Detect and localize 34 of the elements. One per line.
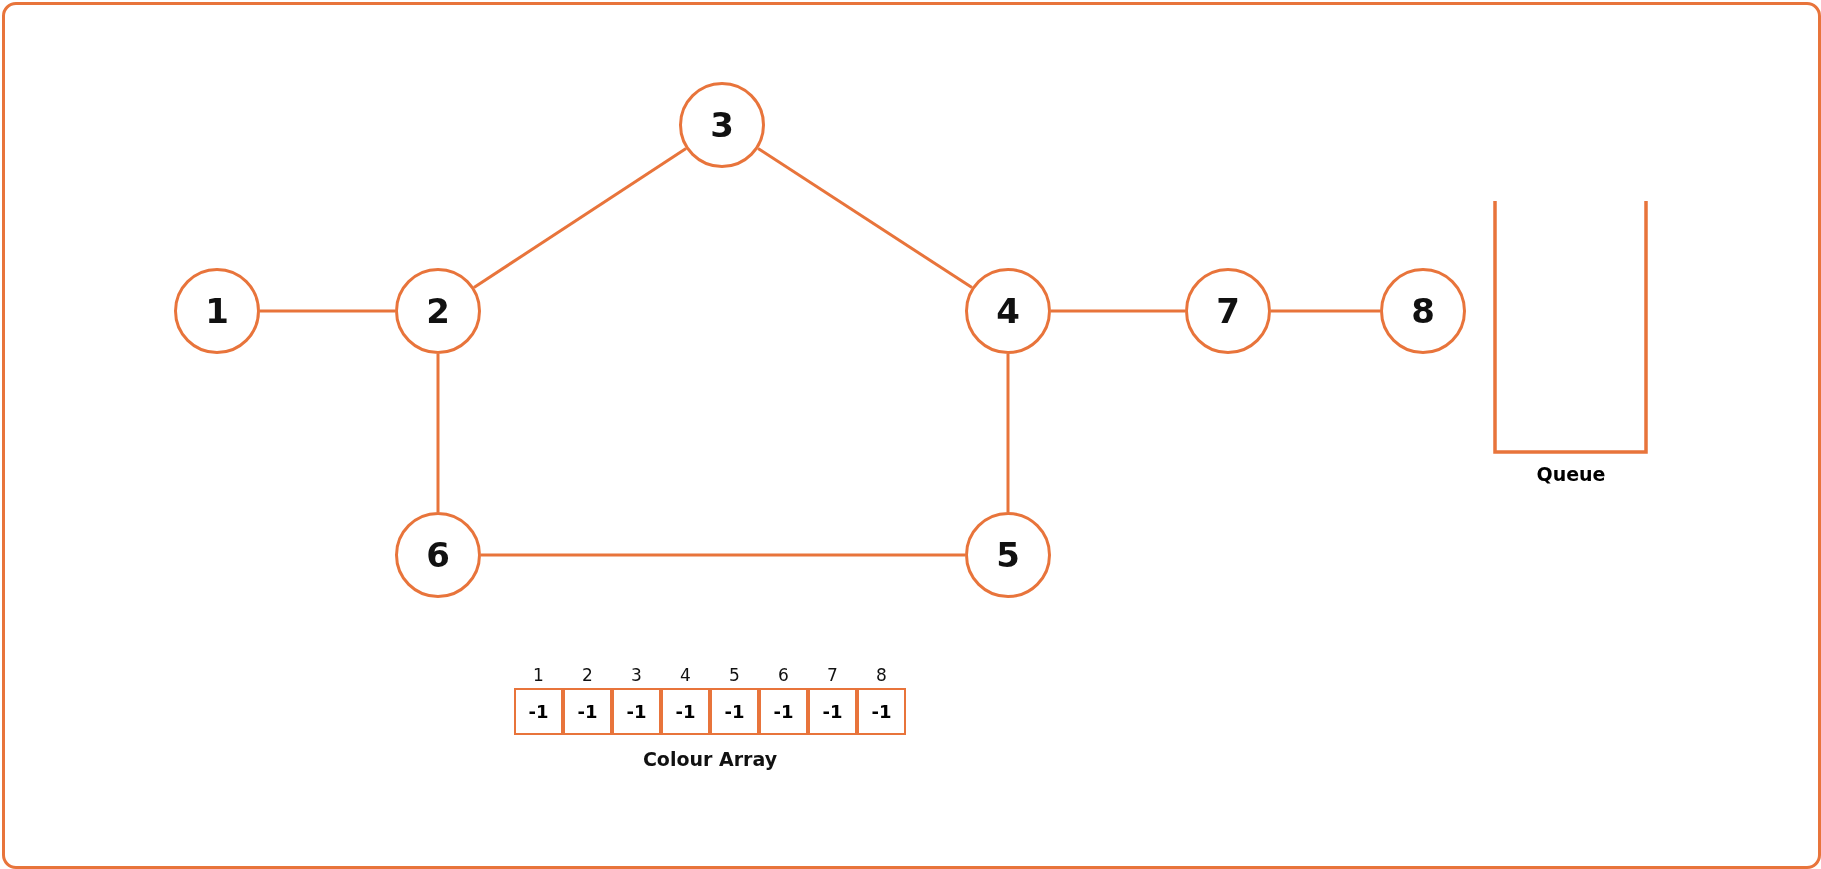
array-caption: Colour Array [641,748,779,770]
graph-edge-line [436,354,440,512]
graph-edge-line [260,309,395,313]
array-index: 7 [826,665,839,685]
vertex-number: 4 [996,291,1020,331]
graph-edge-line [481,553,965,557]
queue-caption: Queue [1535,463,1607,485]
graph-edge-line [473,147,687,289]
array-cell: -1 [563,688,612,735]
vertex-number: 2 [426,291,450,331]
vertex-number: 7 [1216,291,1240,331]
array-index: 2 [581,665,594,685]
array-index: 6 [777,665,790,685]
graph-edge-line [757,147,973,289]
array-cell: -1 [514,688,563,735]
graph-edge-line [1006,354,1010,512]
array-index: 8 [875,665,888,685]
vertex-number: 8 [1411,291,1435,331]
array-cell: -1 [857,688,906,735]
array-cell: -1 [759,688,808,735]
array-index: 5 [728,665,741,685]
graph-edge-line [1271,309,1380,313]
graph-edge-line [1051,309,1185,313]
array-cell: -1 [710,688,759,735]
array-cell: -1 [661,688,710,735]
vertex-number: 5 [996,535,1020,575]
array-index: 1 [532,665,545,685]
vertex-number: 6 [426,535,450,575]
vertex-number: 1 [205,291,229,331]
array-index: 4 [679,665,692,685]
array-cell: -1 [612,688,661,735]
vertex-number: 3 [710,105,734,145]
array-index: 3 [630,665,643,685]
array-cell: -1 [808,688,857,735]
